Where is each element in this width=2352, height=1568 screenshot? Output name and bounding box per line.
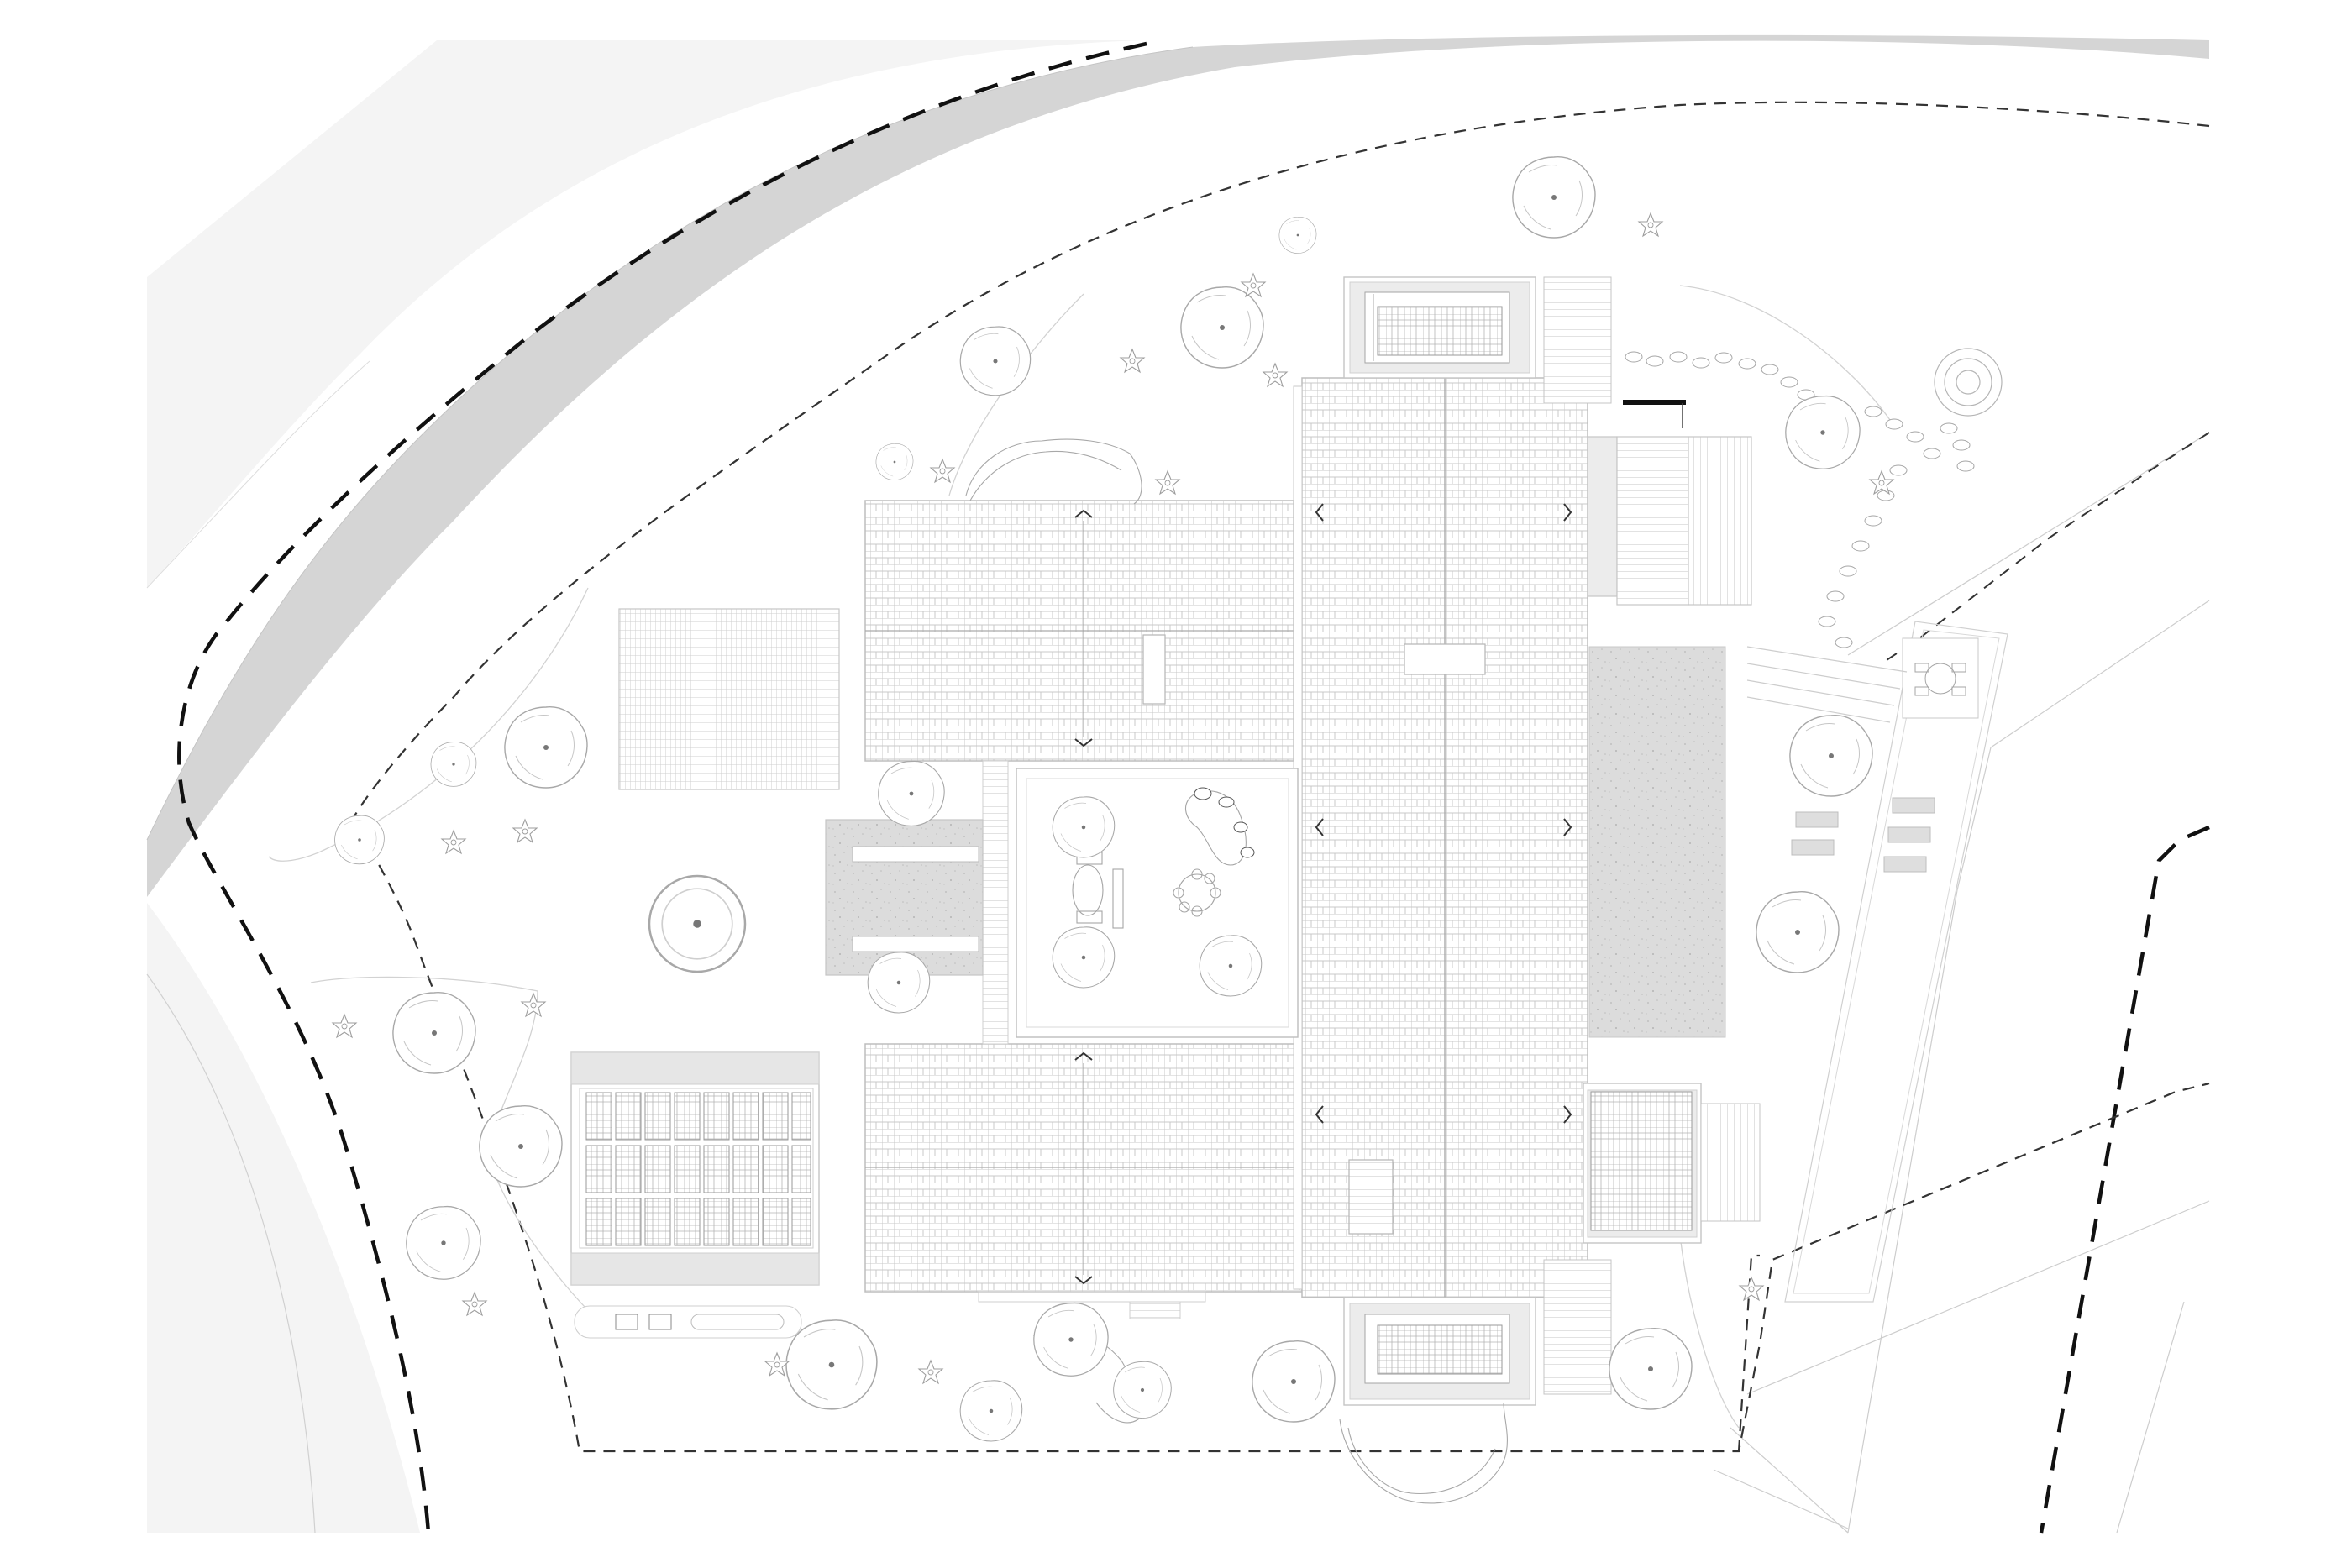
pergola xyxy=(618,608,840,790)
road-edge-line xyxy=(146,46,1194,841)
solar-canopy-north xyxy=(1343,276,1536,379)
east-paved-court xyxy=(1588,646,1726,1038)
surrounding-land xyxy=(147,40,1142,1533)
roof-south-wing xyxy=(864,1043,1303,1319)
parcel-line xyxy=(146,973,316,1534)
solar-array xyxy=(570,1051,820,1339)
round-feature xyxy=(1934,348,2003,417)
east-terrace xyxy=(1587,436,1752,606)
roof-main xyxy=(1293,377,1588,1298)
carport xyxy=(825,819,984,976)
roof-north-wing xyxy=(864,500,1294,762)
plot-boundary-right xyxy=(2039,825,2210,1534)
steps-north xyxy=(1543,276,1612,404)
lap-pool xyxy=(1784,621,2008,1303)
solar-canopy-east xyxy=(1583,1083,1761,1244)
steps-south xyxy=(1543,1259,1612,1395)
neighbour-parcels xyxy=(1713,432,2210,1534)
setback-line-east xyxy=(1881,432,2210,664)
courtyard xyxy=(982,760,1299,1045)
boardwalk xyxy=(1746,646,1908,723)
road xyxy=(147,34,2209,898)
black-marker xyxy=(1623,400,1686,405)
solar-canopy-south xyxy=(1343,1297,1536,1406)
parcel-line xyxy=(146,360,370,589)
setback-line-side xyxy=(1737,1254,1760,1452)
